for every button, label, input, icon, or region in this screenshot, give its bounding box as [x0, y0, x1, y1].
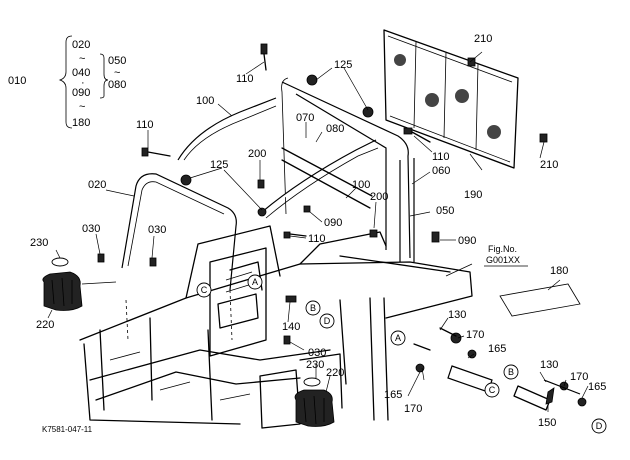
svg-text:D: D: [324, 316, 331, 326]
label-200-b: 200: [370, 191, 388, 203]
label-110-d: 110: [308, 233, 326, 245]
part-range-bracket: 010 020 ~ 040 · 090 ~ 180 050 ~ 080: [8, 35, 126, 129]
figure-reference: Fig.No. G001XX: [484, 244, 528, 267]
svg-text:A: A: [395, 333, 401, 343]
label-220-a: 220: [36, 319, 54, 331]
label-220-b: 220: [326, 367, 344, 379]
label-050-range: 050: [108, 55, 126, 67]
svg-text:C: C: [201, 285, 208, 295]
label-170-c: 170: [570, 371, 588, 383]
label-165-b: 165: [384, 389, 402, 401]
tilde-3: ~: [114, 67, 120, 79]
tilde-2: ~: [79, 101, 85, 113]
svg-text:B: B: [508, 367, 514, 377]
part-cushion-left-220: [42, 257, 83, 311]
label-060: 060: [432, 165, 450, 177]
label-170-b: 170: [404, 403, 422, 415]
label-130-a: 130: [448, 309, 466, 321]
label-165-c: 165: [588, 381, 606, 393]
label-230-a: 230: [30, 237, 48, 249]
label-080-range: 080: [108, 79, 126, 91]
label-100-a: 100: [196, 95, 214, 107]
label-165-a: 165: [488, 343, 506, 355]
label-030-b: 030: [148, 224, 166, 236]
callout-c-2: C: [484, 382, 500, 398]
dot-1: ·: [81, 77, 85, 89]
label-090-c: 090: [458, 235, 476, 247]
label-230-b: 230: [306, 359, 324, 371]
label-180-range: 180: [72, 117, 90, 129]
callout-a-2: A: [390, 330, 406, 346]
fig-no-title: Fig.No.: [488, 244, 517, 254]
label-040: 040: [72, 67, 90, 79]
label-125-a: 125: [334, 59, 352, 71]
fig-no-code: G001XX: [486, 255, 520, 265]
svg-text:B: B: [310, 303, 316, 313]
label-030-a: 030: [82, 223, 100, 235]
label-080: 080: [326, 123, 344, 135]
label-210-b: 210: [540, 159, 558, 171]
label-110-b: 110: [136, 119, 154, 131]
callout-a-1: A: [247, 274, 263, 290]
label-020-range: 020: [72, 39, 90, 51]
svg-text:C: C: [489, 385, 496, 395]
svg-text:D: D: [596, 421, 603, 431]
label-150: 150: [538, 417, 556, 429]
label-200-a: 200: [248, 148, 266, 160]
label-050: 050: [436, 205, 454, 217]
label-190: 190: [464, 189, 482, 201]
part-chassis-frame: [79, 225, 473, 429]
label-210-a: 210: [474, 33, 492, 45]
part-fasteners: [97, 43, 587, 411]
tilde-1: ~: [79, 53, 85, 65]
label-010: 010: [8, 75, 26, 87]
callout-c-1: C: [196, 282, 212, 298]
label-100-b: 100: [352, 179, 370, 191]
label-130-b: 130: [540, 359, 558, 371]
leader-lines: [47, 51, 589, 412]
callout-b-1: B: [305, 300, 321, 316]
label-020: 020: [88, 179, 106, 191]
label-180: 180: [550, 265, 568, 277]
part-cushion-right-220: [294, 377, 335, 427]
label-170-a: 170: [466, 329, 484, 341]
callout-b-2: B: [503, 364, 519, 380]
label-110-a: 110: [236, 73, 254, 85]
drawing-code: K7581-047-11: [42, 425, 93, 434]
label-090-range: 090: [72, 87, 90, 99]
callout-d-2: D: [591, 418, 607, 434]
svg-text:A: A: [252, 277, 258, 287]
label-110-c: 110: [432, 151, 450, 163]
callout-d-1: D: [319, 313, 335, 329]
part-rops-frame: [121, 77, 415, 291]
label-070: 070: [296, 112, 314, 124]
label-030-c: 030: [308, 347, 326, 359]
label-090-b: 090: [324, 217, 342, 229]
label-140: 140: [282, 321, 300, 333]
label-125-b: 125: [210, 159, 228, 171]
